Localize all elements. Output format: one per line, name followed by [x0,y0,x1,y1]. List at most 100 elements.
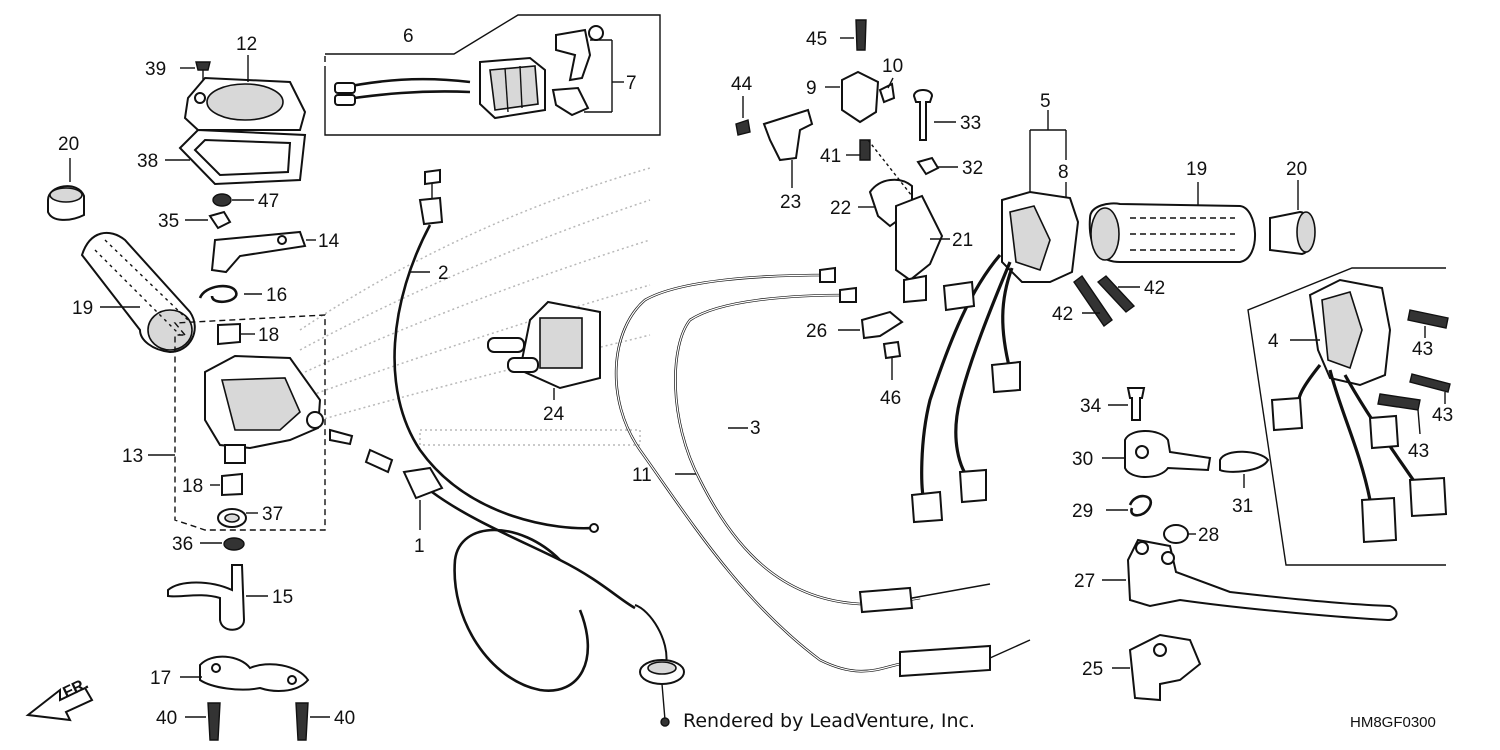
part-3-cable [674,286,991,614]
render-credit: Rendered by LeadVenture, Inc. [683,710,976,732]
part-46-nut [882,340,902,380]
callout-19-right: 19 [1186,159,1207,180]
part-15-throttle-lever [167,564,268,631]
part-25-lever-bracket [1112,633,1202,702]
part-24-choke-lever-assembly [487,300,601,400]
callout-43-a: 43 [1412,339,1433,360]
part-4-switch-assembly-frame [1247,267,1446,566]
part-31-lever-cap [1219,450,1270,488]
part-20-right-grip-end [1269,180,1316,256]
part-45-bolt [840,19,867,51]
part-20-left-grip-end [47,158,85,221]
callout-42-a: 42 [1144,278,1165,299]
brand-wing-watermark [299,167,651,446]
part-12-housing-cover [183,55,307,131]
callout-16: 16 [266,285,287,306]
part-28-collar [1163,524,1196,544]
part-43-screw-b [1409,373,1451,404]
callout-25: 25 [1082,659,1103,680]
callout-34: 34 [1080,396,1102,417]
part-16-return-spring [198,284,262,304]
part-19-right-grip [1088,182,1256,263]
part-44-screw [735,96,751,136]
callout-43-b: 43 [1432,405,1453,426]
callout-7: 7 [626,73,637,94]
callout-21: 21 [952,230,973,251]
part-29-spring [1106,494,1153,517]
callout-10: 10 [882,56,903,77]
callout-39: 39 [145,59,166,80]
callout-9: 9 [806,78,817,99]
callout-2: 2 [438,263,449,284]
part-4-switch-housing [1290,278,1392,387]
callout-33: 33 [960,113,981,134]
right-switch-harness [910,253,1021,524]
part-34-pivot-bolt [1108,387,1146,421]
part-30-parking-lever [1102,430,1212,478]
part-33-pivot-bolt [912,89,956,141]
callout-17: 17 [150,668,171,689]
callout-35: 35 [158,211,179,232]
part-7-switch-clamp [551,25,624,117]
part-26-cable-clip [838,310,904,340]
part-38-gasket [165,128,307,186]
callout-40-right: 40 [334,708,355,729]
callout-11: 11 [632,465,652,486]
callout-24: 24 [543,404,565,425]
part-17-clamp [180,655,310,692]
part-18-rubber-plug-top [217,322,255,346]
part-2-choke-cable [393,168,599,533]
callout-31: 31 [1232,496,1253,517]
callout-44: 44 [731,74,753,95]
callout-47: 47 [258,191,279,212]
part-18-rubber-plug-bottom [210,472,243,497]
part-19-left-grip [80,232,196,354]
callout-38: 38 [137,151,158,172]
part-8-switch-housing [1001,182,1080,283]
part-14-throttle-arm [210,230,316,274]
part-42-screw-a [1096,275,1140,313]
callout-14: 14 [318,231,340,252]
part-4-wiring-harness [1270,364,1448,544]
part-42-screw-b [1073,275,1113,327]
callout-23: 23 [780,192,801,213]
callout-18-bottom: 18 [182,476,203,497]
diagram-code: HM8GF0300 [1350,714,1436,731]
callout-30: 30 [1072,449,1093,470]
callout-20-left: 20 [58,134,79,155]
callout-41: 41 [820,146,841,167]
front-direction-arrow [25,686,94,722]
callout-42-b: 42 [1052,304,1073,325]
callout-46: 46 [880,388,901,409]
callout-45: 45 [806,29,827,50]
callout-15: 15 [272,587,293,608]
callout-6: 6 [403,26,414,47]
callout-27: 27 [1074,571,1095,592]
callout-1: 1 [414,536,425,557]
part-23-bracket [762,108,814,188]
part-41-screw [846,139,871,161]
part-9-switch-block [825,70,880,124]
callout-12: 12 [236,34,257,55]
part-39-screw [180,61,211,80]
part-6-switch-assembly [324,14,661,136]
part-32-nut [916,156,958,176]
callout-13: 13 [122,446,143,467]
callout-43-c: 43 [1408,441,1429,462]
part-40-bolt-left [185,702,221,741]
throttle-housing-body [204,354,324,464]
part-36-washer [200,537,245,551]
callout-36: 36 [172,534,193,555]
callout-8: 8 [1058,162,1069,183]
part-43-screw-c [1377,393,1421,435]
part-43-screw-a [1407,309,1449,338]
part-40-bolt-right [295,702,330,741]
part-13-throttle-housing-assembly [148,314,326,531]
callout-5: 5 [1040,91,1051,112]
callout-29: 29 [1072,501,1093,522]
callout-3: 3 [750,418,761,439]
part-35-nut [185,210,232,230]
callout-22: 22 [830,198,851,219]
callout-4: 4 [1268,331,1279,352]
callout-28: 28 [1198,525,1219,546]
